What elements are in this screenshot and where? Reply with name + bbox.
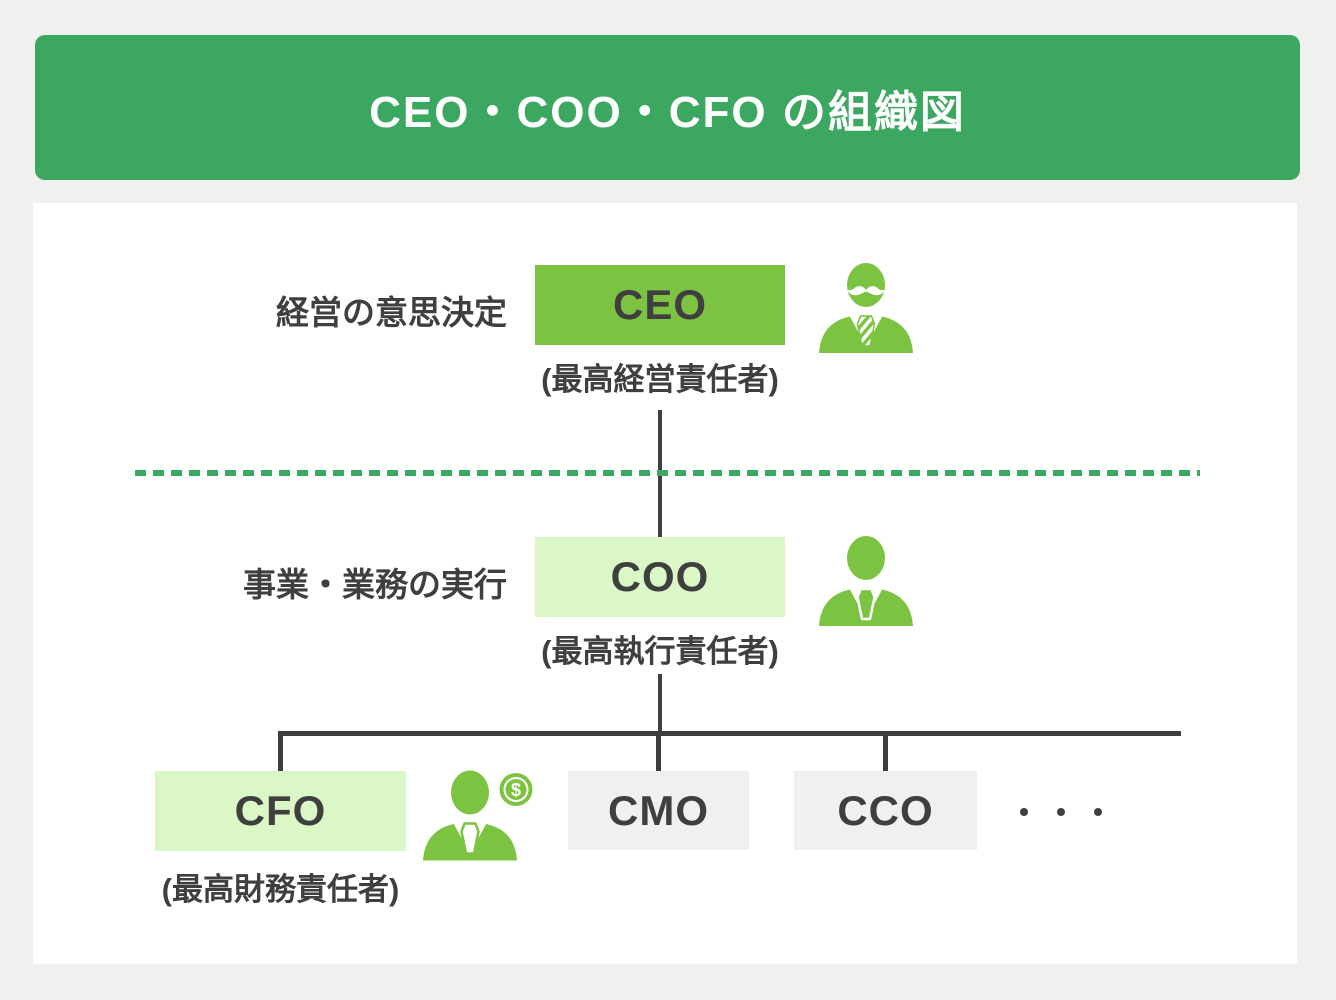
cmo-abbr-label: CMO	[608, 786, 709, 834]
cfo-full-title: (最高財務責任者)	[161, 872, 400, 907]
coo-full-title: (最高執行責任者)	[541, 634, 779, 669]
coo-node-box: COO	[535, 537, 785, 617]
coo-abbr-label: COO	[610, 553, 710, 600]
branch-drop-cfo	[278, 731, 283, 772]
ellipsis-dot	[1057, 808, 1065, 816]
title-banner: CEO・COO・CFO の組織図	[35, 35, 1300, 180]
head	[847, 536, 885, 580]
executive-mustache-person-icon	[819, 263, 913, 353]
svg-text:$: $	[511, 780, 521, 800]
decision-execution-divider	[135, 470, 1200, 476]
branch-drop-cco	[883, 731, 888, 772]
cmo-node-box: CMO	[568, 771, 749, 850]
head	[847, 263, 885, 307]
mustache	[847, 286, 885, 296]
ellipsis-dot	[1020, 808, 1028, 816]
businessperson-icon	[819, 536, 913, 626]
dollar-coin-icon: $	[496, 770, 536, 809]
head	[451, 770, 489, 815]
ellipsis-dots: ・・・	[1006, 805, 1116, 819]
branch-horizontal-line	[278, 731, 1181, 736]
cco-node-box: CCO	[794, 771, 977, 850]
striped-tie	[856, 315, 876, 347]
ceo-full-title: (最高経営責任者)	[541, 362, 779, 397]
level-label-decision: 経営の意思決定	[276, 294, 507, 331]
level-label-execution: 事業・業務の実行	[243, 566, 507, 603]
ceo-abbr-label: CEO	[612, 281, 707, 328]
businessperson-dollar-coin-icon: $	[423, 770, 536, 861]
cco-abbr-label: CCO	[837, 786, 934, 834]
ellipsis-dot	[1094, 808, 1102, 816]
branch-drop-cmo	[656, 731, 661, 772]
ceo-node-box: CEO	[535, 265, 785, 345]
tie	[856, 587, 876, 621]
cfo-node-box: CFO	[155, 771, 406, 851]
connector-coo-branch	[658, 674, 662, 733]
org-chart-title: CEO・COO・CFO の組織図	[369, 87, 966, 137]
cfo-abbr-label: CFO	[234, 787, 327, 834]
tie	[460, 822, 480, 855]
